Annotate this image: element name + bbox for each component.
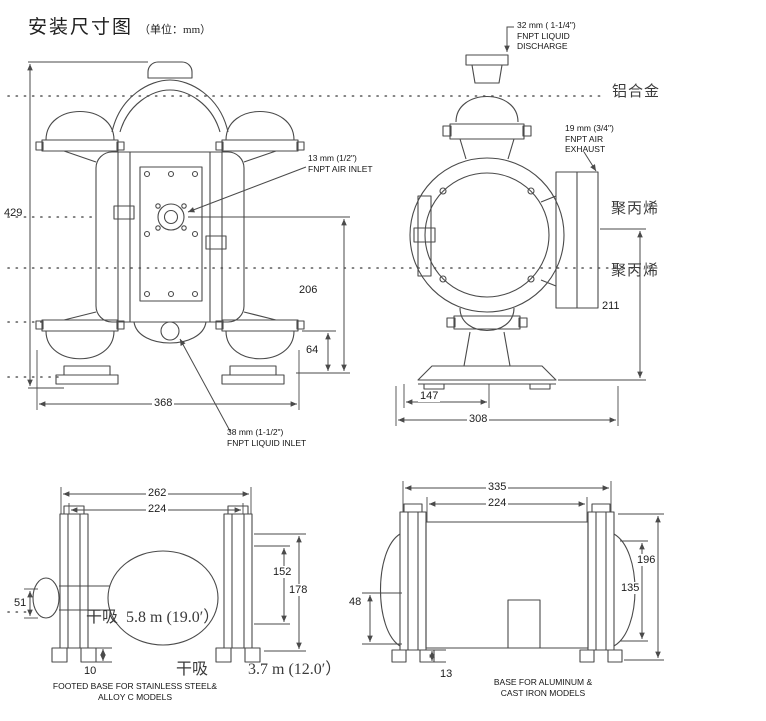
footed-base-view (32, 505, 261, 663)
callout-air-inlet: 13 mm (1/2") FNPT AIR INLET (308, 153, 373, 174)
callout-line: 13 mm (1/2") (308, 153, 357, 163)
dry-suction-prefix: 干吸 (86, 609, 119, 626)
caption-line: FOOTED BASE FOR STAINLESS STEEL& (52, 681, 218, 691)
title-text: 安装尺寸图 (28, 17, 134, 38)
dim-front-width: 368 (152, 397, 175, 409)
side-view (409, 54, 599, 390)
callout-line: 38 mm (1-1/2") (227, 427, 284, 437)
dim-side-base-width: 147 (418, 390, 441, 402)
dry-suction-2: 干吸 3.7 m (12.0′） (176, 655, 341, 679)
callout-line: FNPT AIR INLET (308, 163, 373, 174)
callout-line: DISCHARGE (517, 41, 568, 51)
dim-base1-height-2: 178 (287, 584, 310, 596)
caption-aluminum-base: BASE FOR ALUMINUM & CAST IRON MODELS (448, 677, 638, 698)
dry-suction-value: 5.8 m (19.0′） (126, 609, 220, 626)
dim-base2-foot: 13 (440, 668, 453, 680)
callout-air-exhaust: 19 mm (3/4") FNPT AIR EXHAUST (565, 123, 614, 155)
dim-front-foot-height: 64 (306, 344, 319, 356)
front-view (35, 61, 305, 385)
dim-base1-outer-width: 262 (146, 487, 169, 499)
dim-base2-inner-width: 224 (486, 497, 509, 509)
dim-base1-height-1: 152 (271, 566, 294, 578)
callout-line: FNPT LIQUID (517, 30, 570, 41)
callout-liquid-inlet: 38 mm (1-1/2") FNPT LIQUID INLET (227, 427, 306, 448)
dim-side-width: 308 (467, 413, 490, 425)
material-aluminum-label: 铝合金 (612, 83, 661, 100)
caption-line: BASE FOR ALUMINUM & (493, 677, 593, 687)
dry-suction-1: 干吸 5.8 m (19.0′） (86, 603, 219, 627)
dim-base1-foot: 10 (84, 665, 97, 677)
callout-line: EXHAUST (565, 144, 606, 154)
dim-front-inlet-height: 206 (299, 284, 318, 296)
caption-footed-base: FOOTED BASE FOR STAINLESS STEEL& ALLOY C… (30, 681, 240, 702)
dim-base2-left: 48 (349, 596, 362, 608)
caption-line: ALLOY C MODELS (97, 691, 172, 702)
dim-base1-inner-width: 224 (146, 503, 169, 515)
dim-base1-left: 51 (14, 597, 27, 609)
callout-liquid-discharge: 32 mm ( 1-1/4") FNPT LIQUID DISCHARGE (517, 20, 576, 52)
leader-lines (179, 26, 597, 432)
callout-line: 32 mm ( 1-1/4") (517, 20, 576, 30)
callout-line: 19 mm (3/4") (565, 123, 614, 133)
centerlines (7, 95, 641, 613)
dim-base2-height-1: 196 (635, 554, 658, 566)
page-title: 安装尺寸图 （单位：mm） (28, 12, 211, 39)
caption-line: CAST IRON MODELS (500, 687, 586, 698)
dry-suction-value: 3.7 m (12.0′） (248, 661, 342, 678)
title-unit: （单位：mm） (139, 24, 212, 36)
callout-line: FNPT LIQUID INLET (227, 437, 307, 448)
material-polypropylene-label: 聚丙烯 (611, 262, 660, 279)
dim-front-height: 429 (4, 207, 23, 219)
callout-line: FNPT AIR (565, 133, 604, 144)
dim-base2-outer-width: 335 (486, 481, 509, 493)
dim-base2-height-2: 135 (619, 582, 642, 594)
extension-lines (24, 61, 664, 663)
dim-side-height: 211 (602, 300, 620, 312)
aluminum-base-view (379, 503, 636, 663)
material-polypropylene-label: 聚丙烯 (611, 200, 660, 217)
dry-suction-prefix: 干吸 (176, 661, 209, 678)
